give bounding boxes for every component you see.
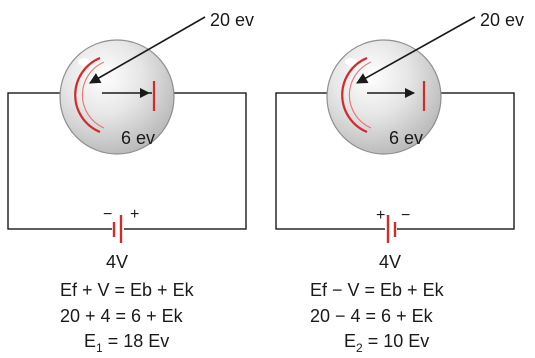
left-equation-2: 20 + 4 = 6 + Ek [60,306,184,326]
left-electron-arrowhead [140,88,150,98]
left-equation-3: E1 = 18 Ev [84,331,169,355]
left-voltage-label: 4V [106,252,128,272]
left-phototube [59,39,175,155]
right-work-function-label: 6 ev [389,128,423,148]
right-voltage-label: 4V [379,252,401,272]
right-electron-arrowhead [405,88,415,98]
left-bulb-highlight [78,58,90,66]
left-battery-negative-sign: − [103,206,112,223]
left-battery [112,212,124,246]
right-equation-3-symbol: E [344,331,356,351]
left-photon-arrow [89,16,206,84]
right-battery [385,212,397,246]
right-photon-arrow [356,16,476,84]
left-battery-positive-sign: + [130,206,139,223]
left-equation-3-symbol: E [84,331,96,351]
right-battery-positive-sign: + [376,207,385,224]
right-equation-1: Ef − V = Eb + Ek [310,280,445,300]
left-photon-energy-label: 20 ev [210,10,254,30]
right-circuit: 20 ev 6 ev + − 4V Ef − V = Eb + Ek 20 − … [275,10,524,355]
left-cathode-inner [81,61,105,129]
right-equation-3: E2 = 10 Ev [344,331,429,355]
right-photon-energy-label: 20 ev [480,10,524,30]
right-battery-negative-sign: − [401,207,410,224]
right-phototube [326,39,442,155]
left-equation-3-subscript: 1 [96,341,103,355]
right-equation-2: 20 − 4 = 6 + Ek [310,306,434,326]
left-bulb [59,39,175,155]
left-circuit: 20 ev 6 ev − + 4V Ef + V = Eb + Ek 20 + … [7,10,254,355]
right-cathode-inner [348,61,372,129]
right-equation-3-value: = 10 Ev [363,331,430,351]
right-equation-3-subscript: 2 [356,341,363,355]
right-cathode [341,56,368,134]
left-equation-3-value: = 18 Ev [103,331,170,351]
left-work-function-label: 6 ev [121,128,155,148]
left-equation-1: Ef + V = Eb + Ek [60,280,195,300]
right-bulb-highlight [345,58,357,66]
left-cathode [74,56,101,134]
